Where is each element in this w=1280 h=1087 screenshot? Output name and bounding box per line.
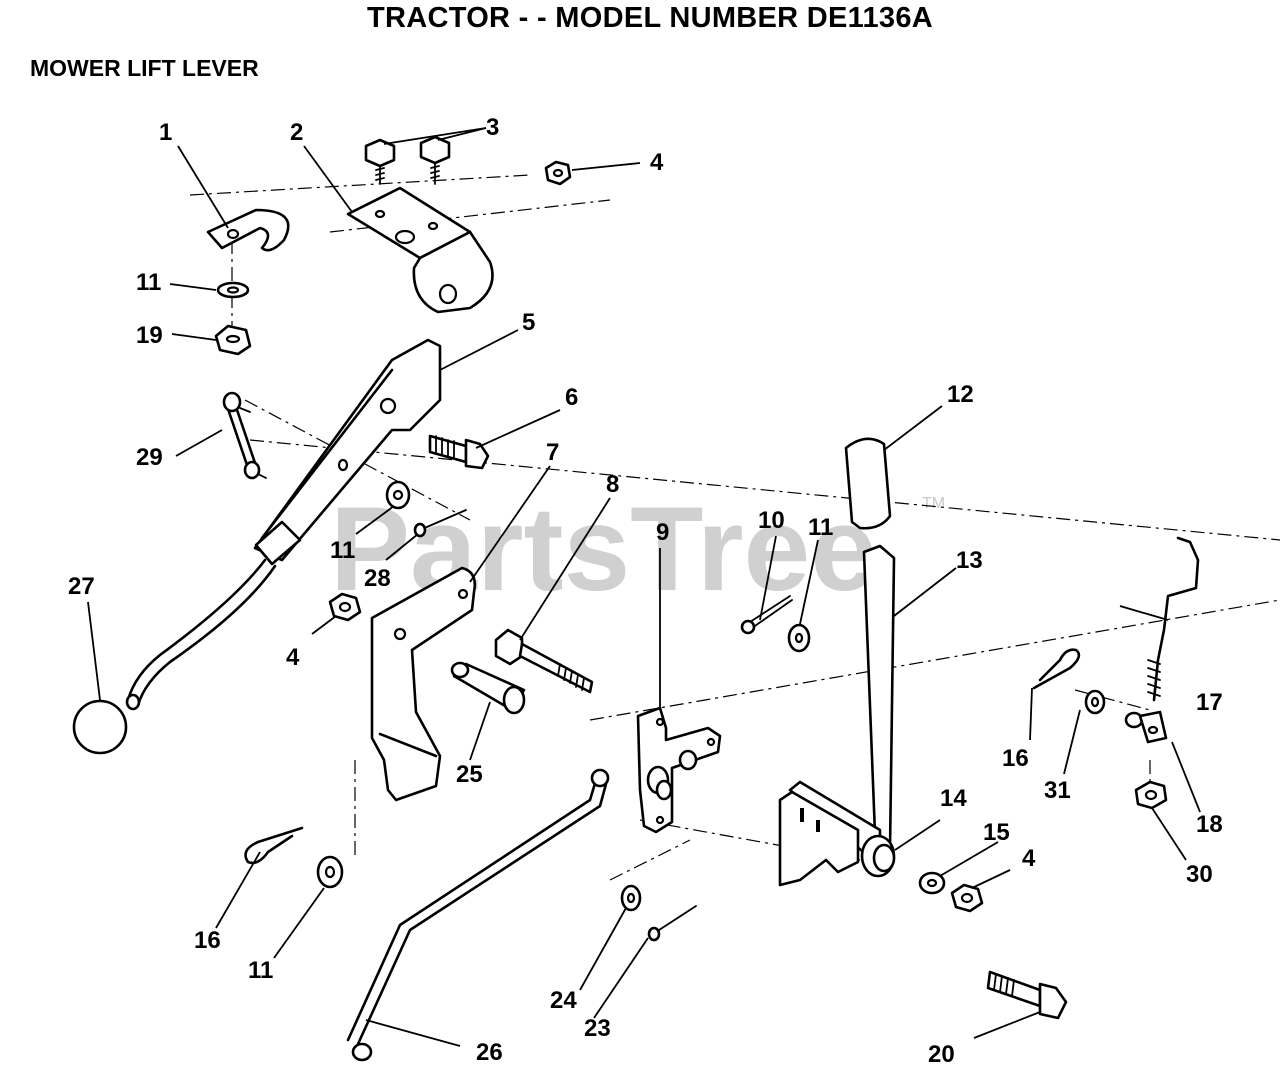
part-30-nut [1134,780,1168,810]
callout-15: 15 [983,819,1010,846]
part-20-bolt [986,970,1068,1020]
part-6-bolt [428,434,490,470]
part-11-washer-right [787,623,811,653]
part-31-washer [1084,689,1106,715]
page-title: TRACTOR - - MODEL NUMBER DE1136A [366,2,934,34]
part-9-pivot-plate [636,706,722,834]
callout-8: 8 [606,471,619,498]
callout-11-right: 11 [808,514,833,541]
part-8-bolt [494,628,594,694]
callout-7: 7 [546,439,559,466]
part-24-washer [620,884,642,912]
callout-28: 28 [364,565,391,592]
part-1-clip [206,208,290,252]
callout-26: 26 [476,1039,503,1066]
part-25-spacer [450,661,526,715]
callouts: 1 2 3 4 11 19 5 6 12 29 7 8 9 10 11 13 1… [68,114,1223,1068]
callout-19: 19 [136,322,163,349]
callout-11-top: 11 [136,269,161,296]
callout-11-bottom: 11 [248,957,273,984]
callout-25: 25 [456,761,483,788]
part-4-nut-mid [328,592,362,622]
part-29-link [222,391,267,480]
callout-24: 24 [550,987,577,1014]
part-7-plate [370,566,477,802]
callout-31: 31 [1044,777,1071,804]
part-2-bracket [346,186,494,314]
part-17-rod [1147,536,1200,702]
callout-9: 9 [656,519,669,546]
callout-11-mid: 11 [330,537,355,564]
callout-6: 6 [565,384,578,411]
part-11-washer-top [216,281,250,299]
callout-12: 12 [947,381,974,408]
part-4-nut-right [950,883,984,913]
callout-18: 18 [1196,811,1223,838]
part-16-hairpin-right [1032,648,1081,690]
callout-16-left: 16 [194,927,221,954]
callout-23: 23 [584,1015,611,1042]
callout-13: 13 [956,547,983,574]
callout-5: 5 [522,309,535,336]
part-4-nut-top [544,160,572,186]
callout-3: 3 [486,114,499,141]
part-28-pin [413,509,467,538]
part-16-hairpin-left [244,826,304,865]
callout-10: 10 [758,507,785,534]
part-12-handle-grip [844,437,892,530]
part-13-lever-arm [778,544,896,887]
callout-4-right: 4 [1022,845,1036,872]
callout-30: 30 [1186,861,1213,888]
callout-17: 17 [1196,689,1223,716]
callout-16-right: 16 [1002,745,1029,772]
callout-1: 1 [159,119,172,146]
part-14-bushing [860,834,896,878]
callout-27: 27 [68,573,95,600]
part-27-knob [72,699,128,755]
part-3-bolts [364,135,451,185]
watermark-trademark: TM [922,495,945,512]
part-23-pin [647,905,697,942]
callout-2: 2 [290,119,303,146]
callout-4-mid: 4 [286,644,300,671]
callout-29: 29 [136,444,163,471]
callout-4-top: 4 [650,149,664,176]
part-19-nut [214,324,252,356]
leader-lines [87,127,1201,1047]
section-title: MOWER LIFT LEVER [30,55,259,81]
part-11-washer-mid [385,480,411,510]
part-15-washer [918,871,946,895]
part-5-lift-lever [125,338,442,711]
callout-20: 20 [928,1041,955,1068]
part-26-link-rod [346,768,610,1062]
part-18-swivel [1124,710,1168,744]
part-10-pin [740,595,793,635]
part-11-washer-bottom [316,855,344,889]
callout-14: 14 [940,785,967,812]
